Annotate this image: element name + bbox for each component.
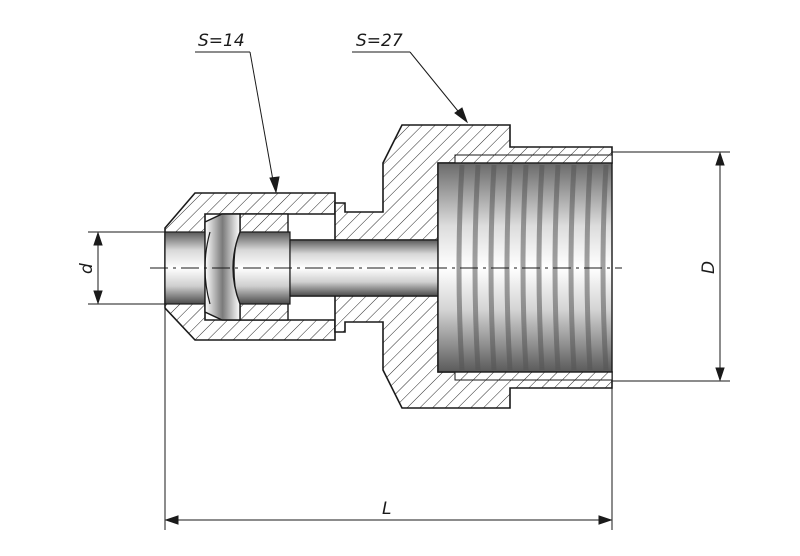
bore: [164, 231, 439, 305]
thread-crest: [456, 164, 465, 371]
leader-s27: [352, 51, 469, 124]
label-L: L: [382, 499, 391, 519]
leader-s14: [195, 51, 280, 194]
thread-crest: [600, 164, 609, 371]
label-D: D: [699, 261, 719, 274]
thread-crest: [568, 164, 577, 371]
dimension-D: [612, 151, 730, 382]
dimension-L: [164, 308, 613, 530]
label-s27: S=27: [356, 31, 403, 51]
dimension-d: [88, 231, 205, 305]
label-d: d: [77, 263, 97, 274]
label-s14: S=14: [198, 31, 245, 51]
